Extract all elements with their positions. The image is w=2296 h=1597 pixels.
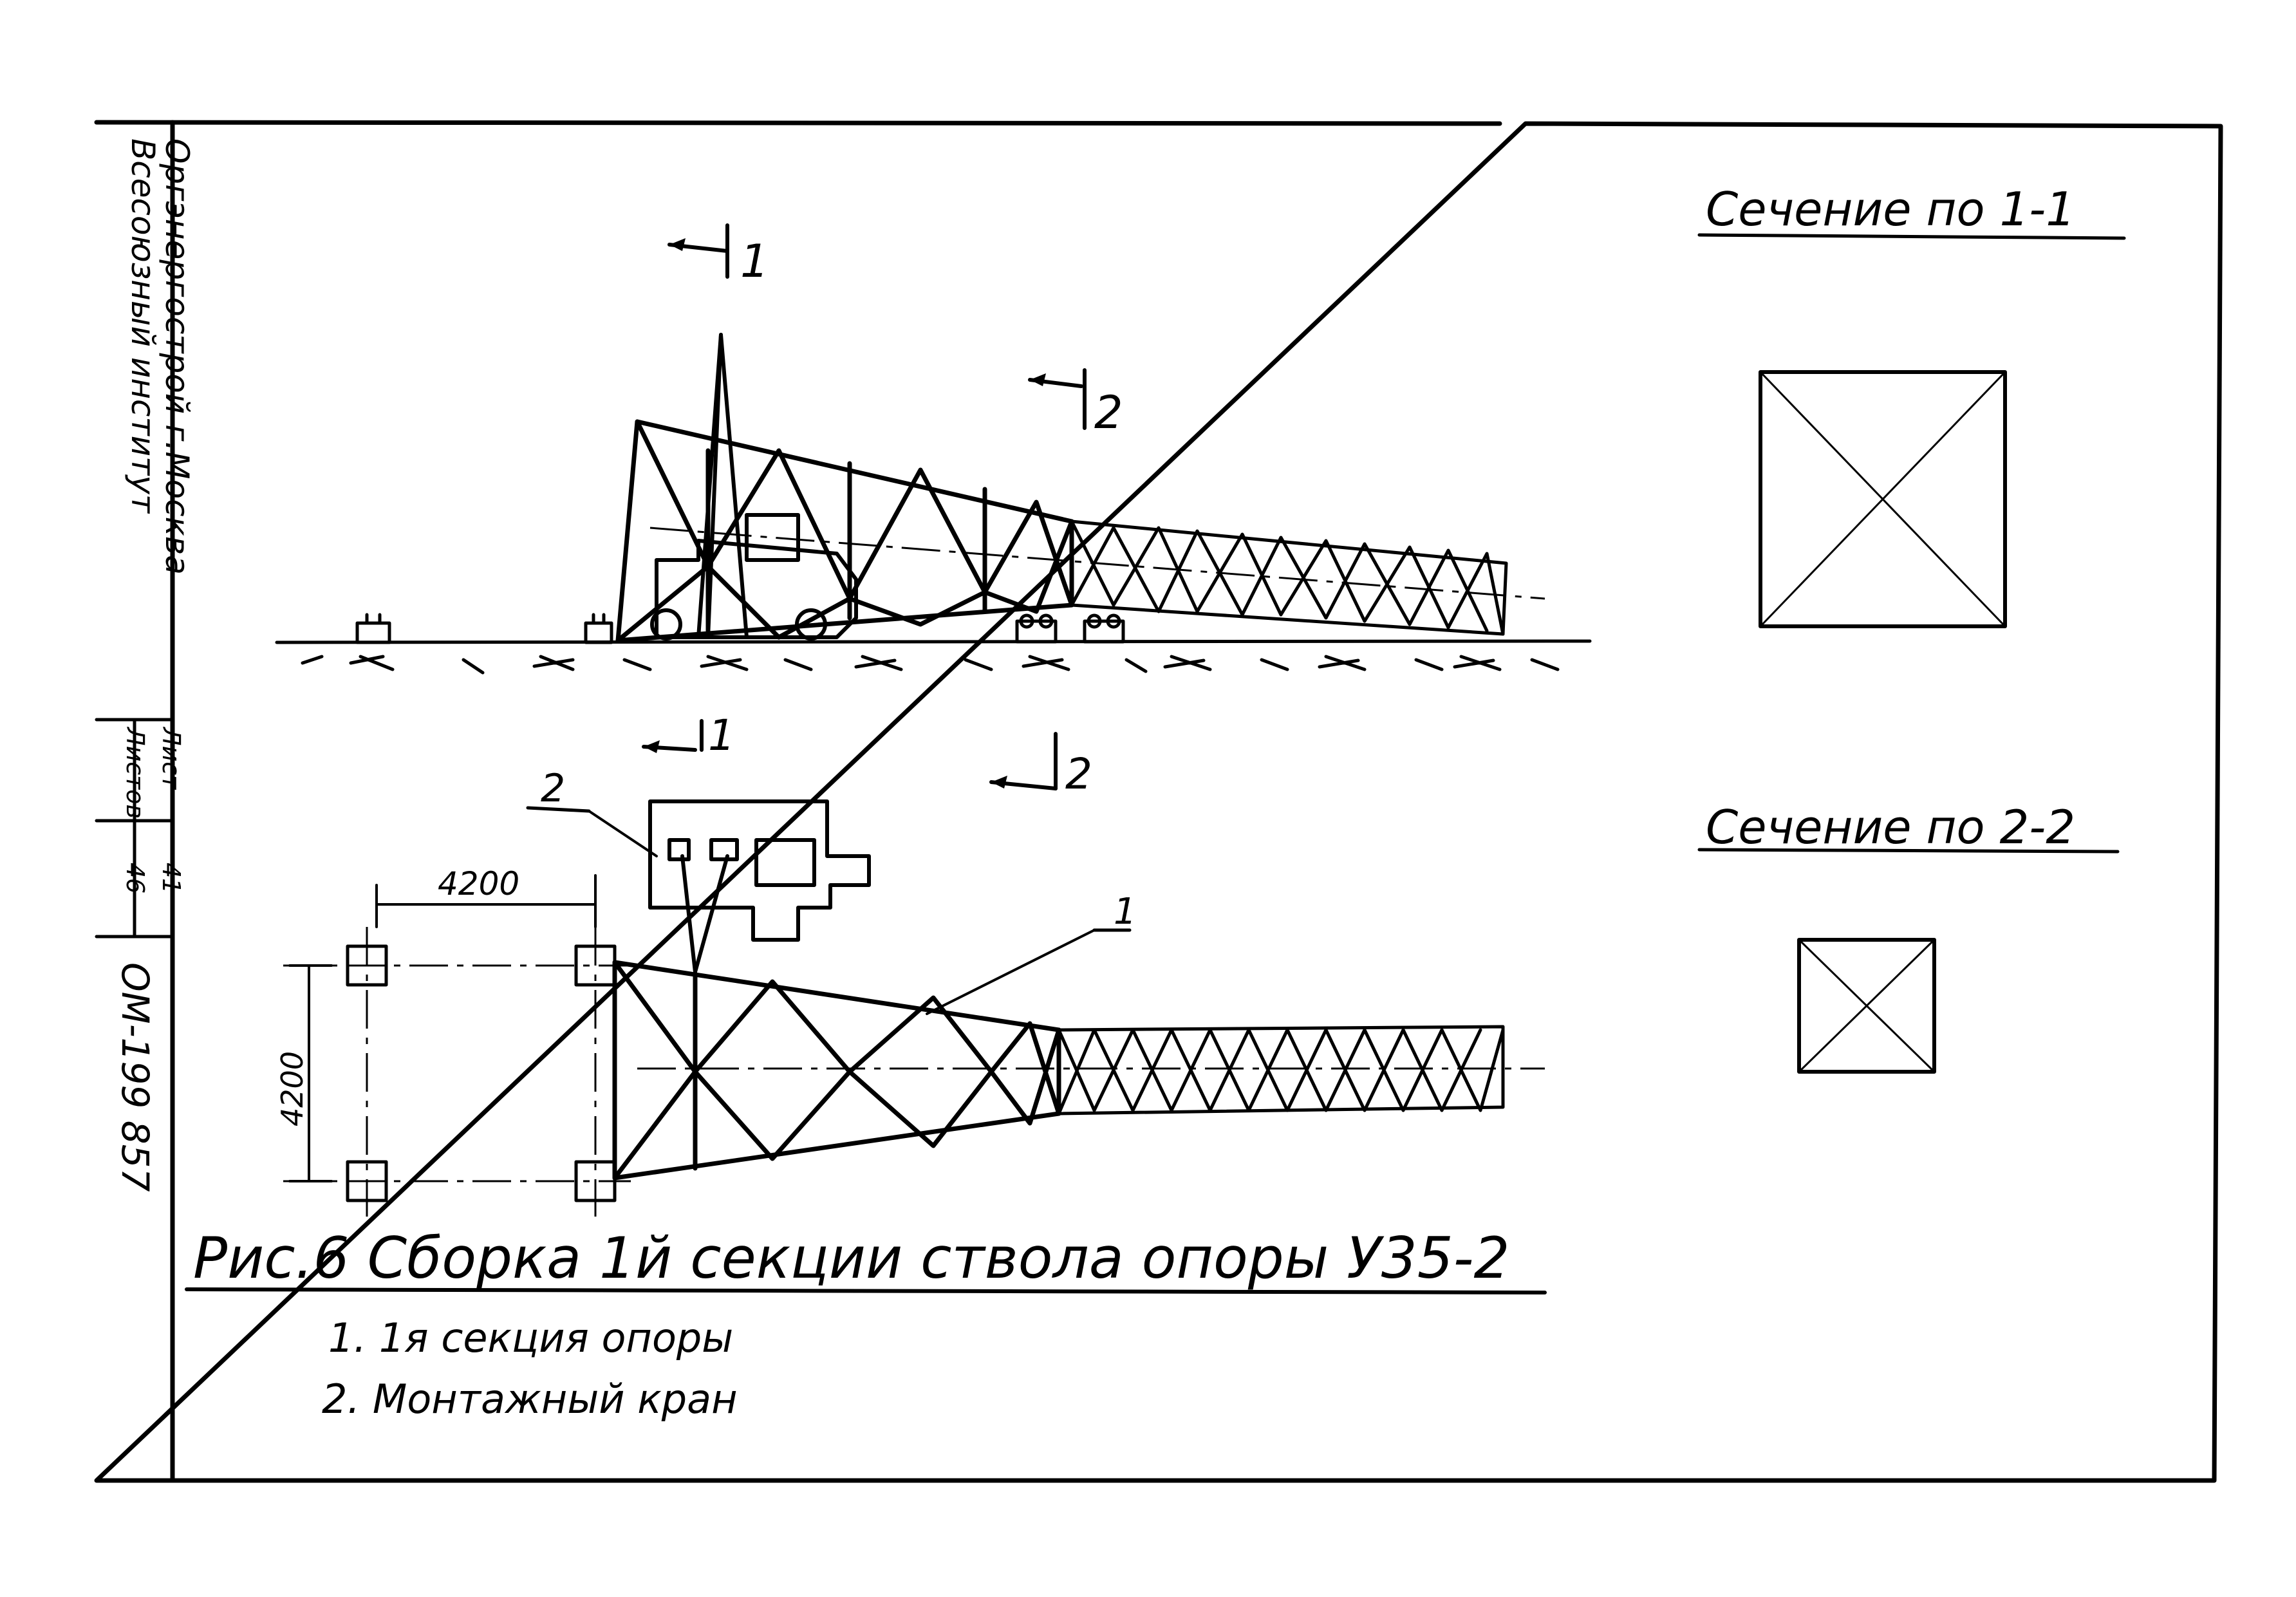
svg-text:2: 2: [1094, 386, 1123, 439]
section-mark-plan-2: 2: [989, 732, 1092, 799]
truss-section-2-elevation: [1070, 519, 1508, 636]
section-1-1-title: Сечение по 1-1: [1706, 182, 2075, 236]
dimension-horizontal: 4200: [375, 865, 597, 928]
svg-text:1: 1: [740, 235, 769, 288]
svg-text:4200: 4200: [438, 865, 519, 902]
section-mark-elev-2: 2: [1028, 368, 1123, 439]
plan-view: 4200 4200 2: [275, 711, 1545, 1217]
legend-item-2: 2. Монтажный кран: [322, 1376, 738, 1423]
stamp-org-line1: Всесоюзный институт: [124, 138, 162, 514]
footing-pads: [346, 944, 617, 1202]
stamp-sheet-label: Лист: [157, 726, 185, 790]
truss-section-2-plan: [1057, 1025, 1505, 1116]
stamp-org-line2: Оргэнергострой г.Москва: [158, 138, 196, 575]
callout-section: 1: [926, 891, 1137, 1015]
foundation-blocks: [355, 613, 1125, 644]
svg-text:1: 1: [708, 711, 735, 760]
stamp-sheets-label: Листов: [121, 726, 149, 819]
stamp-sheet-value: 41: [157, 863, 185, 893]
crane-elevation: [650, 333, 858, 640]
section-mark-plan-1: 1: [642, 711, 735, 760]
ground-line: [275, 639, 1592, 675]
svg-text:4200: 4200: [275, 1051, 310, 1126]
stamp-sheets-value: 46: [121, 863, 149, 893]
svg-text:2: 2: [541, 766, 565, 811]
truss-section-1-plan: [612, 960, 1061, 1181]
legend-item-1: 1. 1я секция опоры: [328, 1314, 733, 1361]
svg-text:1: 1: [1114, 891, 1137, 933]
sheet-frame: [94, 120, 2223, 1483]
svg-text:2: 2: [1065, 749, 1092, 799]
elevation-view: 1 2: [275, 223, 1592, 675]
caption-title: Рис.6 Сборка 1й секции ствола опоры У35-…: [193, 1225, 1509, 1291]
section-1-1: Сечение по 1-1: [1697, 182, 2126, 628]
section-2-2-title: Сечение по 2-2: [1706, 800, 2075, 854]
crane-plan: [648, 799, 871, 974]
section-mark-elev-1: 1: [667, 223, 769, 288]
callout-crane: 2: [526, 766, 658, 857]
figure-caption: Рис.6 Сборка 1й секции ствола опоры У35-…: [185, 1225, 1547, 1423]
elevation-axis: [649, 527, 1545, 600]
plan-axes: [283, 927, 1545, 1217]
title-stamp: Всесоюзный институт Оргэнергострой г.Мос…: [95, 138, 196, 1192]
section-2-2: Сечение по 2-2: [1697, 800, 2120, 1074]
dimension-vertical: 4200: [275, 964, 333, 1182]
stamp-doc-number: ОМ-199 857: [113, 962, 157, 1192]
